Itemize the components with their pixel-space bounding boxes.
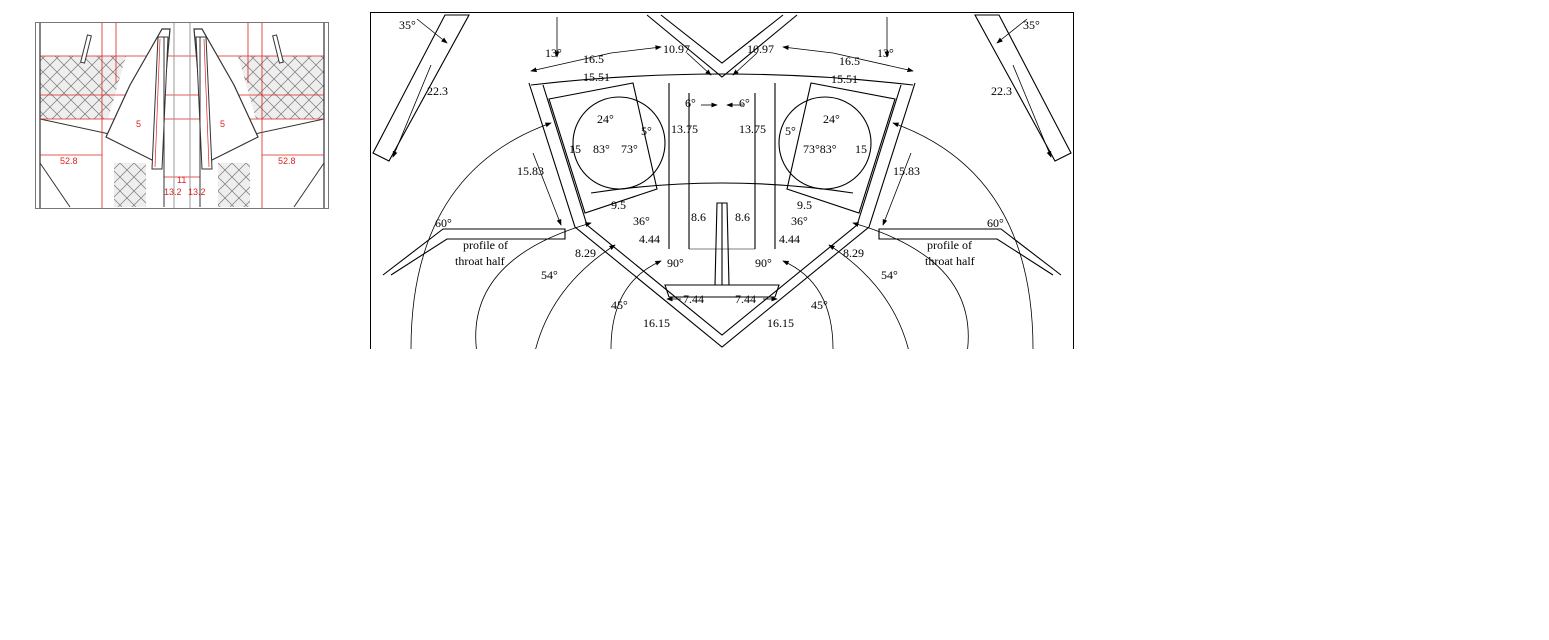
dim-label: 15.83: [517, 164, 544, 178]
dim-label: 60°: [987, 216, 1004, 230]
dim-label: 9.5: [797, 198, 812, 212]
overview-drawing: 52.8 52.8 5 5 13.2 11 13.2: [39, 23, 325, 208]
dim-label: 7.44: [683, 292, 704, 306]
thumb-dim-bottom-mid: 11: [177, 175, 186, 185]
dim-label: 35°: [1023, 18, 1040, 32]
throat-dimension-drawing: 35° 22.3 13° 16.5 15.51 10.97 10.97 6° 6…: [370, 12, 1074, 349]
dim-label: 13.75: [671, 122, 698, 136]
right-throat-profile: [878, 228, 1062, 276]
dim-label: 35°: [399, 18, 416, 32]
dim-label: 54°: [541, 268, 558, 282]
left-throat-profile: [382, 228, 566, 276]
dim-label: 15.83: [893, 164, 920, 178]
dim-label: 8.29: [575, 246, 596, 260]
dim-label: 7.44: [735, 292, 756, 306]
dim-label: 24°: [823, 112, 840, 126]
dim-label: 36°: [633, 214, 650, 228]
dim-label: 6°: [739, 96, 750, 110]
dim-label: 8.29: [843, 246, 864, 260]
dim-label: 16.15: [643, 316, 670, 330]
left-top-board: [372, 14, 470, 162]
dim-label: 45°: [811, 298, 828, 312]
dim-label: 73°83°: [803, 142, 837, 156]
left-profile-note-line2: throat half: [455, 254, 505, 268]
dim-label: 22.3: [427, 84, 448, 98]
dim-label: 16.15: [767, 316, 794, 330]
right-profile-note-line2: throat half: [925, 254, 975, 268]
dim-label: 13°: [545, 46, 562, 60]
dim-label: 13.75: [739, 122, 766, 136]
dim-label: 13°: [877, 46, 894, 60]
dim-label: 16.5: [839, 54, 860, 68]
dim-label: 15: [569, 142, 581, 156]
dim-label: 15.51: [831, 72, 858, 86]
right-hatch-panel: [238, 56, 324, 119]
thumb-dim-slot-left: 5: [136, 119, 141, 129]
thumb-dim-bottom-right: 13.2: [188, 187, 206, 197]
left-profile-note-line1: profile of: [463, 238, 508, 252]
dim-label: 36°: [791, 214, 808, 228]
main-drawing: 35° 22.3 13° 16.5 15.51 10.97 10.97 6° 6…: [372, 14, 1072, 349]
left-lower-hatch: [114, 163, 146, 207]
right-profile-note-line1: profile of: [927, 238, 972, 252]
right-driver-box: [786, 82, 896, 214]
dim-label: 8.6: [691, 210, 706, 224]
dim-label: 16.5: [583, 52, 604, 66]
dim-label: 5°: [785, 124, 796, 138]
right-lower-hatch: [218, 163, 250, 207]
thumb-dim-bottom-left: 13.2: [164, 187, 182, 197]
dim-label: 73°: [621, 142, 638, 156]
dim-label: 10.97: [747, 42, 774, 56]
dim-label: 15: [855, 142, 867, 156]
left-driver: [80, 34, 92, 64]
dim-label: 8.6: [735, 210, 750, 224]
dim-label: 45°: [611, 298, 628, 312]
right-driver-circle: [778, 96, 872, 190]
dim-label: 15.51: [583, 70, 610, 84]
dim-label: 90°: [667, 256, 684, 270]
left-driver-circle: [572, 96, 666, 190]
right-driver: [272, 34, 284, 64]
left-driver-box: [548, 82, 658, 214]
left-hatch-panel: [40, 56, 126, 119]
dim-label: 9.5: [611, 198, 626, 212]
dim-label: 90°: [755, 256, 772, 270]
overview-thumbnail: 52.8 52.8 5 5 13.2 11 13.2: [35, 22, 329, 209]
dim-label: 5°: [641, 124, 652, 138]
thumb-dim-slot-right: 5: [220, 119, 225, 129]
dim-label: 10.97: [663, 42, 690, 56]
dim-label: 54°: [881, 268, 898, 282]
thumb-dim-left: 52.8: [60, 156, 78, 166]
dim-label: 4.44: [639, 232, 660, 246]
dim-label: 22.3: [991, 84, 1012, 98]
thumb-dim-right: 52.8: [278, 156, 296, 166]
right-top-board: [974, 14, 1072, 162]
dim-label: 60°: [435, 216, 452, 230]
dim-label: 6°: [685, 96, 696, 110]
dim-label: 4.44: [779, 232, 800, 246]
dim-label: 83°: [593, 142, 610, 156]
dim-label: 24°: [597, 112, 614, 126]
